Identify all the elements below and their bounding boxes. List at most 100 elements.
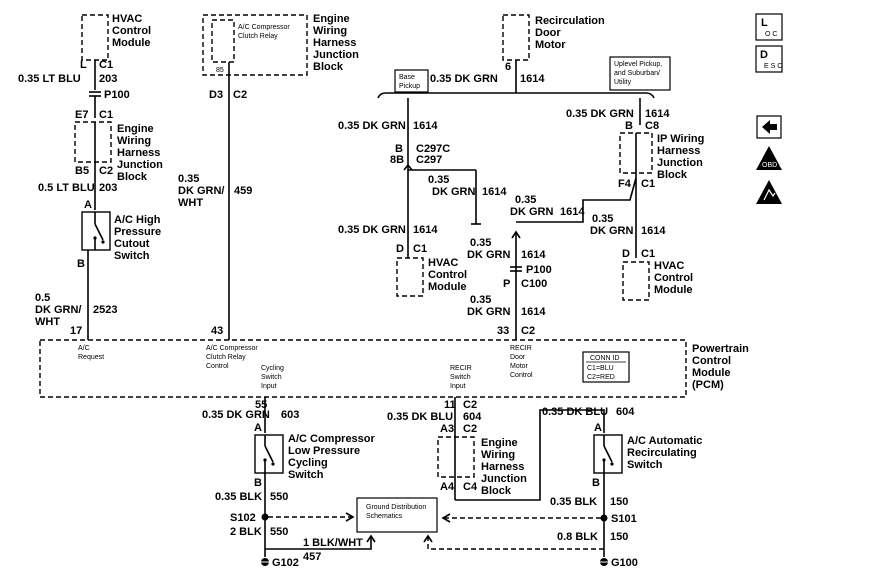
svg-text:Junction: Junction: [481, 473, 527, 485]
svg-text:Switch: Switch: [261, 374, 282, 381]
svg-text:Junction: Junction: [657, 157, 703, 169]
ip-wiring-harness-junction-block: IP Wiring Harness Junction Block: [619, 132, 704, 181]
wire-gauge-label: 0.35: [178, 173, 199, 185]
obd-ii-warning-icon: OBD II: [756, 146, 783, 170]
circuit-number: 604: [463, 411, 482, 423]
pin-label: D3: [209, 89, 223, 101]
circuit-number: 150: [610, 531, 628, 543]
wire-gauge-label: 0.35 DK GRN: [430, 73, 498, 85]
p100-connector-left: [89, 91, 101, 97]
ground-g102: [259, 558, 271, 566]
wire-gauge-label: DK GRN: [590, 225, 633, 237]
back-arrow-icon[interactable]: [756, 115, 782, 139]
svg-text:Powertrain: Powertrain: [692, 343, 749, 355]
engine-wiring-harness-junction-block-left: Engine Wiring Harness Junction Block: [74, 121, 163, 183]
wire-gauge-label: 0.8 BLK: [557, 531, 598, 543]
svg-text:Engine: Engine: [481, 437, 518, 449]
uplevel-pickup-tag: Uplevel Pickup, and Suburban/ Utility: [609, 56, 671, 91]
wire-gauge-label: WHT: [35, 316, 60, 328]
svg-text:Engine: Engine: [313, 13, 350, 25]
wire-gauge-label: 0.35 DK GRN: [566, 108, 634, 120]
svg-text:Recirculating: Recirculating: [627, 447, 697, 459]
svg-text:Cycling: Cycling: [261, 365, 284, 372]
loc-icon[interactable]: L O C: [755, 13, 783, 41]
connector-label: C4: [463, 481, 478, 493]
svg-text:Switch: Switch: [114, 250, 150, 262]
connector-label: P100: [526, 264, 552, 276]
pin-label: 85: [216, 67, 224, 74]
svg-text:Uplevel Pickup,: Uplevel Pickup,: [614, 61, 662, 68]
svg-text:Schematics: Schematics: [366, 513, 403, 520]
pin-label: B: [254, 477, 262, 489]
wire-gauge-label: DK GRN: [467, 249, 510, 261]
svg-text:C1=BLU: C1=BLU: [587, 365, 614, 372]
svg-text:A/C Automatic: A/C Automatic: [627, 435, 702, 447]
wire-gauge-label: 0.35 DK BLU: [387, 411, 453, 423]
svg-text:Control: Control: [428, 269, 467, 281]
ac-compressor-low-pressure-cycling-switch: A/C Compressor Low Pressure Cycling Swit…: [254, 433, 376, 481]
svg-text:RECIR: RECIR: [450, 365, 472, 372]
svg-text:Base: Base: [399, 74, 415, 81]
svg-text:Switch: Switch: [288, 469, 324, 481]
svg-text:Module: Module: [428, 281, 467, 293]
svg-text:Module: Module: [692, 367, 731, 379]
connector-label: C1: [413, 243, 427, 255]
pin-label: B: [395, 143, 403, 155]
circuit-number: 1614: [645, 108, 670, 120]
wire-gauge-label: DK GRN: [432, 186, 475, 198]
svg-text:Block: Block: [657, 169, 688, 181]
pin-label: A3: [440, 423, 454, 435]
svg-text:OBD II: OBD II: [762, 162, 783, 169]
connector-label: C2: [99, 165, 113, 177]
ground-distribution-schematics: Ground Distribution Schematics: [356, 497, 438, 533]
wire-gauge-label: DK GRN/: [35, 304, 81, 316]
circuit-number: 150: [610, 496, 628, 508]
svg-text:(PCM): (PCM): [692, 379, 724, 391]
circuit-number: 1614: [482, 186, 507, 198]
wire-gauge-label: 0.35: [592, 213, 613, 225]
svg-text:Wiring: Wiring: [117, 135, 151, 147]
wire-457: [265, 536, 372, 550]
svg-text:Harness: Harness: [117, 147, 160, 159]
svg-text:A/C Compressor: A/C Compressor: [206, 345, 258, 352]
connector-label: C100: [521, 278, 547, 290]
svg-text:Module: Module: [112, 37, 151, 49]
recirculation-door-motor: Recirculation Door Motor: [502, 14, 605, 61]
svg-text:Harness: Harness: [481, 461, 524, 473]
svg-text:A/C Compressor: A/C Compressor: [238, 24, 290, 31]
pin-label: L: [80, 59, 87, 71]
svg-text:Control: Control: [510, 372, 533, 379]
svg-text:Engine: Engine: [117, 123, 154, 135]
connector-label: C8: [645, 120, 659, 132]
pin-label: D: [396, 243, 404, 255]
pin-label: B: [625, 120, 633, 132]
connector-label: C1: [99, 59, 113, 71]
pin-label: F4: [618, 178, 632, 190]
connector-label: C2: [463, 423, 477, 435]
pin-label: A: [594, 422, 602, 434]
ground-label: G100: [611, 557, 638, 569]
svg-text:Door: Door: [535, 27, 561, 39]
svg-text:Control: Control: [654, 272, 693, 284]
ac-high-pressure-cutout-switch: A/C High Pressure Cutout Switch: [81, 211, 161, 262]
pin-label: 8B: [390, 154, 404, 166]
pin-label: P: [503, 278, 510, 290]
svg-text:Control: Control: [112, 25, 151, 37]
connector-label: C297C: [416, 143, 450, 155]
circuit-number: 1614: [560, 206, 585, 218]
circuit-number: 1614: [413, 224, 438, 236]
svg-text:Motor: Motor: [510, 363, 529, 370]
wire-gauge-label: 0.35 DK GRN: [338, 120, 406, 132]
svg-text:RECIR: RECIR: [510, 345, 532, 352]
circuit-number: 1614: [521, 306, 546, 318]
ground-label: G102: [272, 557, 299, 569]
svg-text:Wiring: Wiring: [313, 25, 347, 37]
ac-compressor-clutch-relay: A/C Compressor Clutch Relay: [211, 19, 290, 63]
svg-text:Ground Distribution: Ground Distribution: [366, 504, 426, 511]
connector-label: C2: [521, 325, 535, 337]
wire-gauge-label: 0.35: [515, 194, 536, 206]
desc-icon[interactable]: D E S C: [755, 45, 783, 73]
circuit-number: 1614: [413, 120, 438, 132]
pin-label: 6: [505, 61, 511, 73]
wire-gauge-label: 2 BLK: [230, 526, 262, 538]
